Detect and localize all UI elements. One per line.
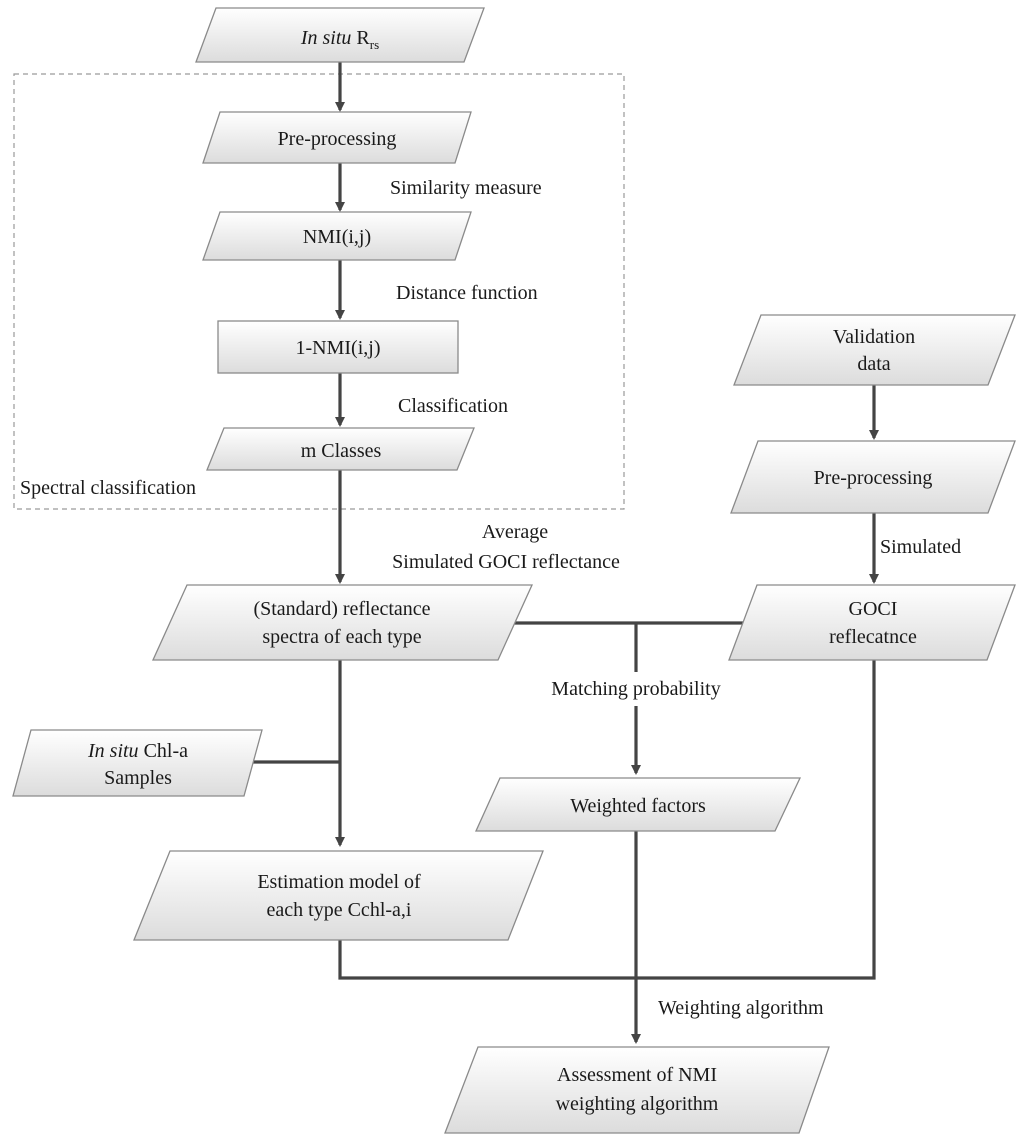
node-nmi: NMI(i,j) bbox=[202, 211, 472, 261]
pre-processing-2-label: Pre-processing bbox=[814, 467, 933, 489]
annotation-distance-function: Distance function bbox=[396, 282, 538, 304]
in-situ-chl-rest: Chl-a bbox=[139, 740, 189, 762]
one-minus-nmi-label: 1-NMI(i,j) bbox=[296, 337, 381, 359]
node-m-classes: m Classes bbox=[206, 427, 475, 471]
annotation-weighting-algorithm: Weighting algorithm bbox=[658, 997, 824, 1019]
node-validation-data: Validation data bbox=[733, 314, 1016, 386]
svg-text:In situ Rrs: In situ Rrs bbox=[300, 27, 379, 52]
annotation-classification: Classification bbox=[398, 395, 508, 417]
rrs-symbol: R bbox=[356, 27, 370, 49]
validation-data-line1: Validation bbox=[833, 326, 915, 348]
annotation-simulated-goci-reflectance: Simulated GOCI reflectance bbox=[392, 551, 620, 573]
annotation-similarity-measure: Similarity measure bbox=[390, 177, 542, 199]
assessment-line2: weighting algorithm bbox=[556, 1093, 719, 1115]
in-situ-chl-line2: Samples bbox=[104, 767, 172, 789]
m-classes-label: m Classes bbox=[301, 440, 382, 462]
pre-processing-1-label: Pre-processing bbox=[278, 128, 397, 150]
validation-data-line2: data bbox=[857, 353, 890, 375]
standard-spectra-line2: spectra of each type bbox=[262, 626, 421, 648]
spectral-classification-frame bbox=[13, 73, 625, 510]
node-weighted-factors: Weighted factors bbox=[474, 777, 802, 832]
node-pre-processing-2: Pre-processing bbox=[730, 440, 1016, 514]
node-goci-reflectance: GOCI reflecatnce bbox=[728, 584, 1016, 661]
in-situ-chl-italic: In situ bbox=[87, 740, 139, 762]
connector-estimation-goci-bottom bbox=[338, 660, 876, 980]
node-standard-spectra: (Standard) reflectance spectra of each t… bbox=[151, 584, 534, 661]
node-assessment: Assessment of NMI weighting algorithm bbox=[444, 1046, 830, 1134]
estimation-model-line2: each type Cchl-a,i bbox=[267, 899, 412, 921]
node-pre-processing-1: Pre-processing bbox=[202, 111, 472, 164]
annotation-matching-probability: Matching probability bbox=[551, 678, 720, 700]
svg-text:In situ Chl-a: In situ Chl-a bbox=[87, 740, 188, 762]
annotation-average: Average bbox=[482, 521, 548, 543]
estimation-model-line1: Estimation model of bbox=[257, 871, 421, 893]
node-in-situ-chl-samples: In situ Chl-a Samples bbox=[12, 729, 263, 797]
rrs-subscript: rs bbox=[370, 37, 379, 52]
goci-line1: GOCI bbox=[849, 598, 898, 620]
annotation-simulated: Simulated bbox=[880, 536, 961, 558]
weighted-factors-label: Weighted factors bbox=[570, 795, 706, 817]
nmi-label: NMI(i,j) bbox=[303, 226, 371, 248]
annotation-spectral-classification: Spectral classification bbox=[20, 477, 196, 499]
in-situ-italic: In situ bbox=[300, 27, 352, 49]
assessment-line1: Assessment of NMI bbox=[557, 1064, 717, 1086]
node-in-situ-rrs: In situ Rrs bbox=[195, 7, 485, 63]
node-one-minus-nmi: 1-NMI(i,j) bbox=[217, 320, 459, 374]
node-estimation-model: Estimation model of each type Cchl-a,i bbox=[133, 850, 544, 941]
goci-line2: reflecatnce bbox=[829, 626, 917, 648]
standard-spectra-line1: (Standard) reflectance bbox=[253, 598, 430, 620]
